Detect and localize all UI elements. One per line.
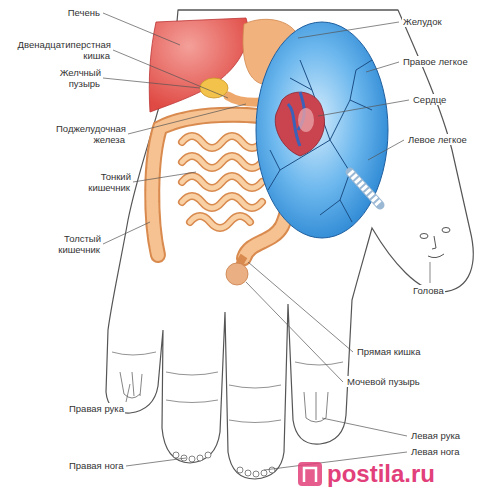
label-text: Мочевой пузырь: [346, 376, 421, 387]
limb-sketches: [120, 372, 328, 477]
wrist-line: [178, 10, 398, 11]
label-text: Поджелудочная железа: [55, 123, 126, 145]
small-intestine: [182, 136, 262, 228]
leader-lines: [103, 13, 430, 470]
organ-label: Правое легкое: [402, 56, 492, 67]
bronchi: [268, 60, 372, 222]
organ-label: Правая рука: [68, 403, 148, 414]
organ-label: Голова: [412, 285, 472, 296]
label-text: Желчный пузырь: [59, 67, 101, 89]
trachea: [350, 172, 380, 205]
organ-label: Желудок: [402, 16, 482, 27]
organ-label: Тонкий кишечник: [75, 171, 131, 193]
bladder: [226, 263, 248, 285]
label-text: Двенадцатиперстная кишка: [17, 39, 111, 61]
finger-creases: [112, 352, 343, 423]
organ-label: Двенадцатиперстная кишка: [11, 39, 111, 61]
organ-label: Печень: [41, 7, 101, 18]
label-text: postila.ru: [326, 460, 436, 487]
label-text: Печень: [67, 7, 101, 18]
face-sketch: [420, 228, 450, 258]
label-text: Левая рука: [410, 430, 461, 441]
label-text: Голова: [412, 285, 445, 296]
label-text: Тонкий кишечник: [88, 171, 131, 193]
hand-outline: [106, 10, 473, 479]
organ-label: Прямая кишка: [356, 346, 456, 357]
organ-label: Толстый кишечник: [45, 233, 101, 255]
watermark-icon: [298, 462, 322, 486]
label-text: Толстый кишечник: [58, 233, 101, 255]
organ-label: Левое легкое: [407, 134, 495, 145]
watermark: postila.ru: [326, 460, 494, 488]
label-text: Правая нога: [68, 460, 124, 471]
label-text: Левое легкое: [407, 134, 468, 145]
lungs: [256, 22, 388, 238]
organ-label: Мочевой пузырь: [346, 376, 456, 387]
label-text: Желудок: [402, 16, 443, 27]
organ-label: Сердце: [412, 94, 492, 105]
organ-label: Левая нога: [410, 446, 494, 457]
organ-label: Правая нога: [68, 460, 148, 471]
label-text: Правая рука: [68, 403, 125, 414]
organ-label: Желчный пузырь: [41, 67, 101, 89]
label-text: Правое легкое: [402, 56, 469, 67]
label-text: Прямая кишка: [356, 346, 421, 357]
label-text: Левая нога: [410, 446, 461, 457]
heart: [275, 92, 324, 156]
organ-label: Левая рука: [410, 430, 494, 441]
organ-label: Поджелудочная железа: [50, 123, 126, 145]
label-text: Сердце: [412, 94, 447, 105]
